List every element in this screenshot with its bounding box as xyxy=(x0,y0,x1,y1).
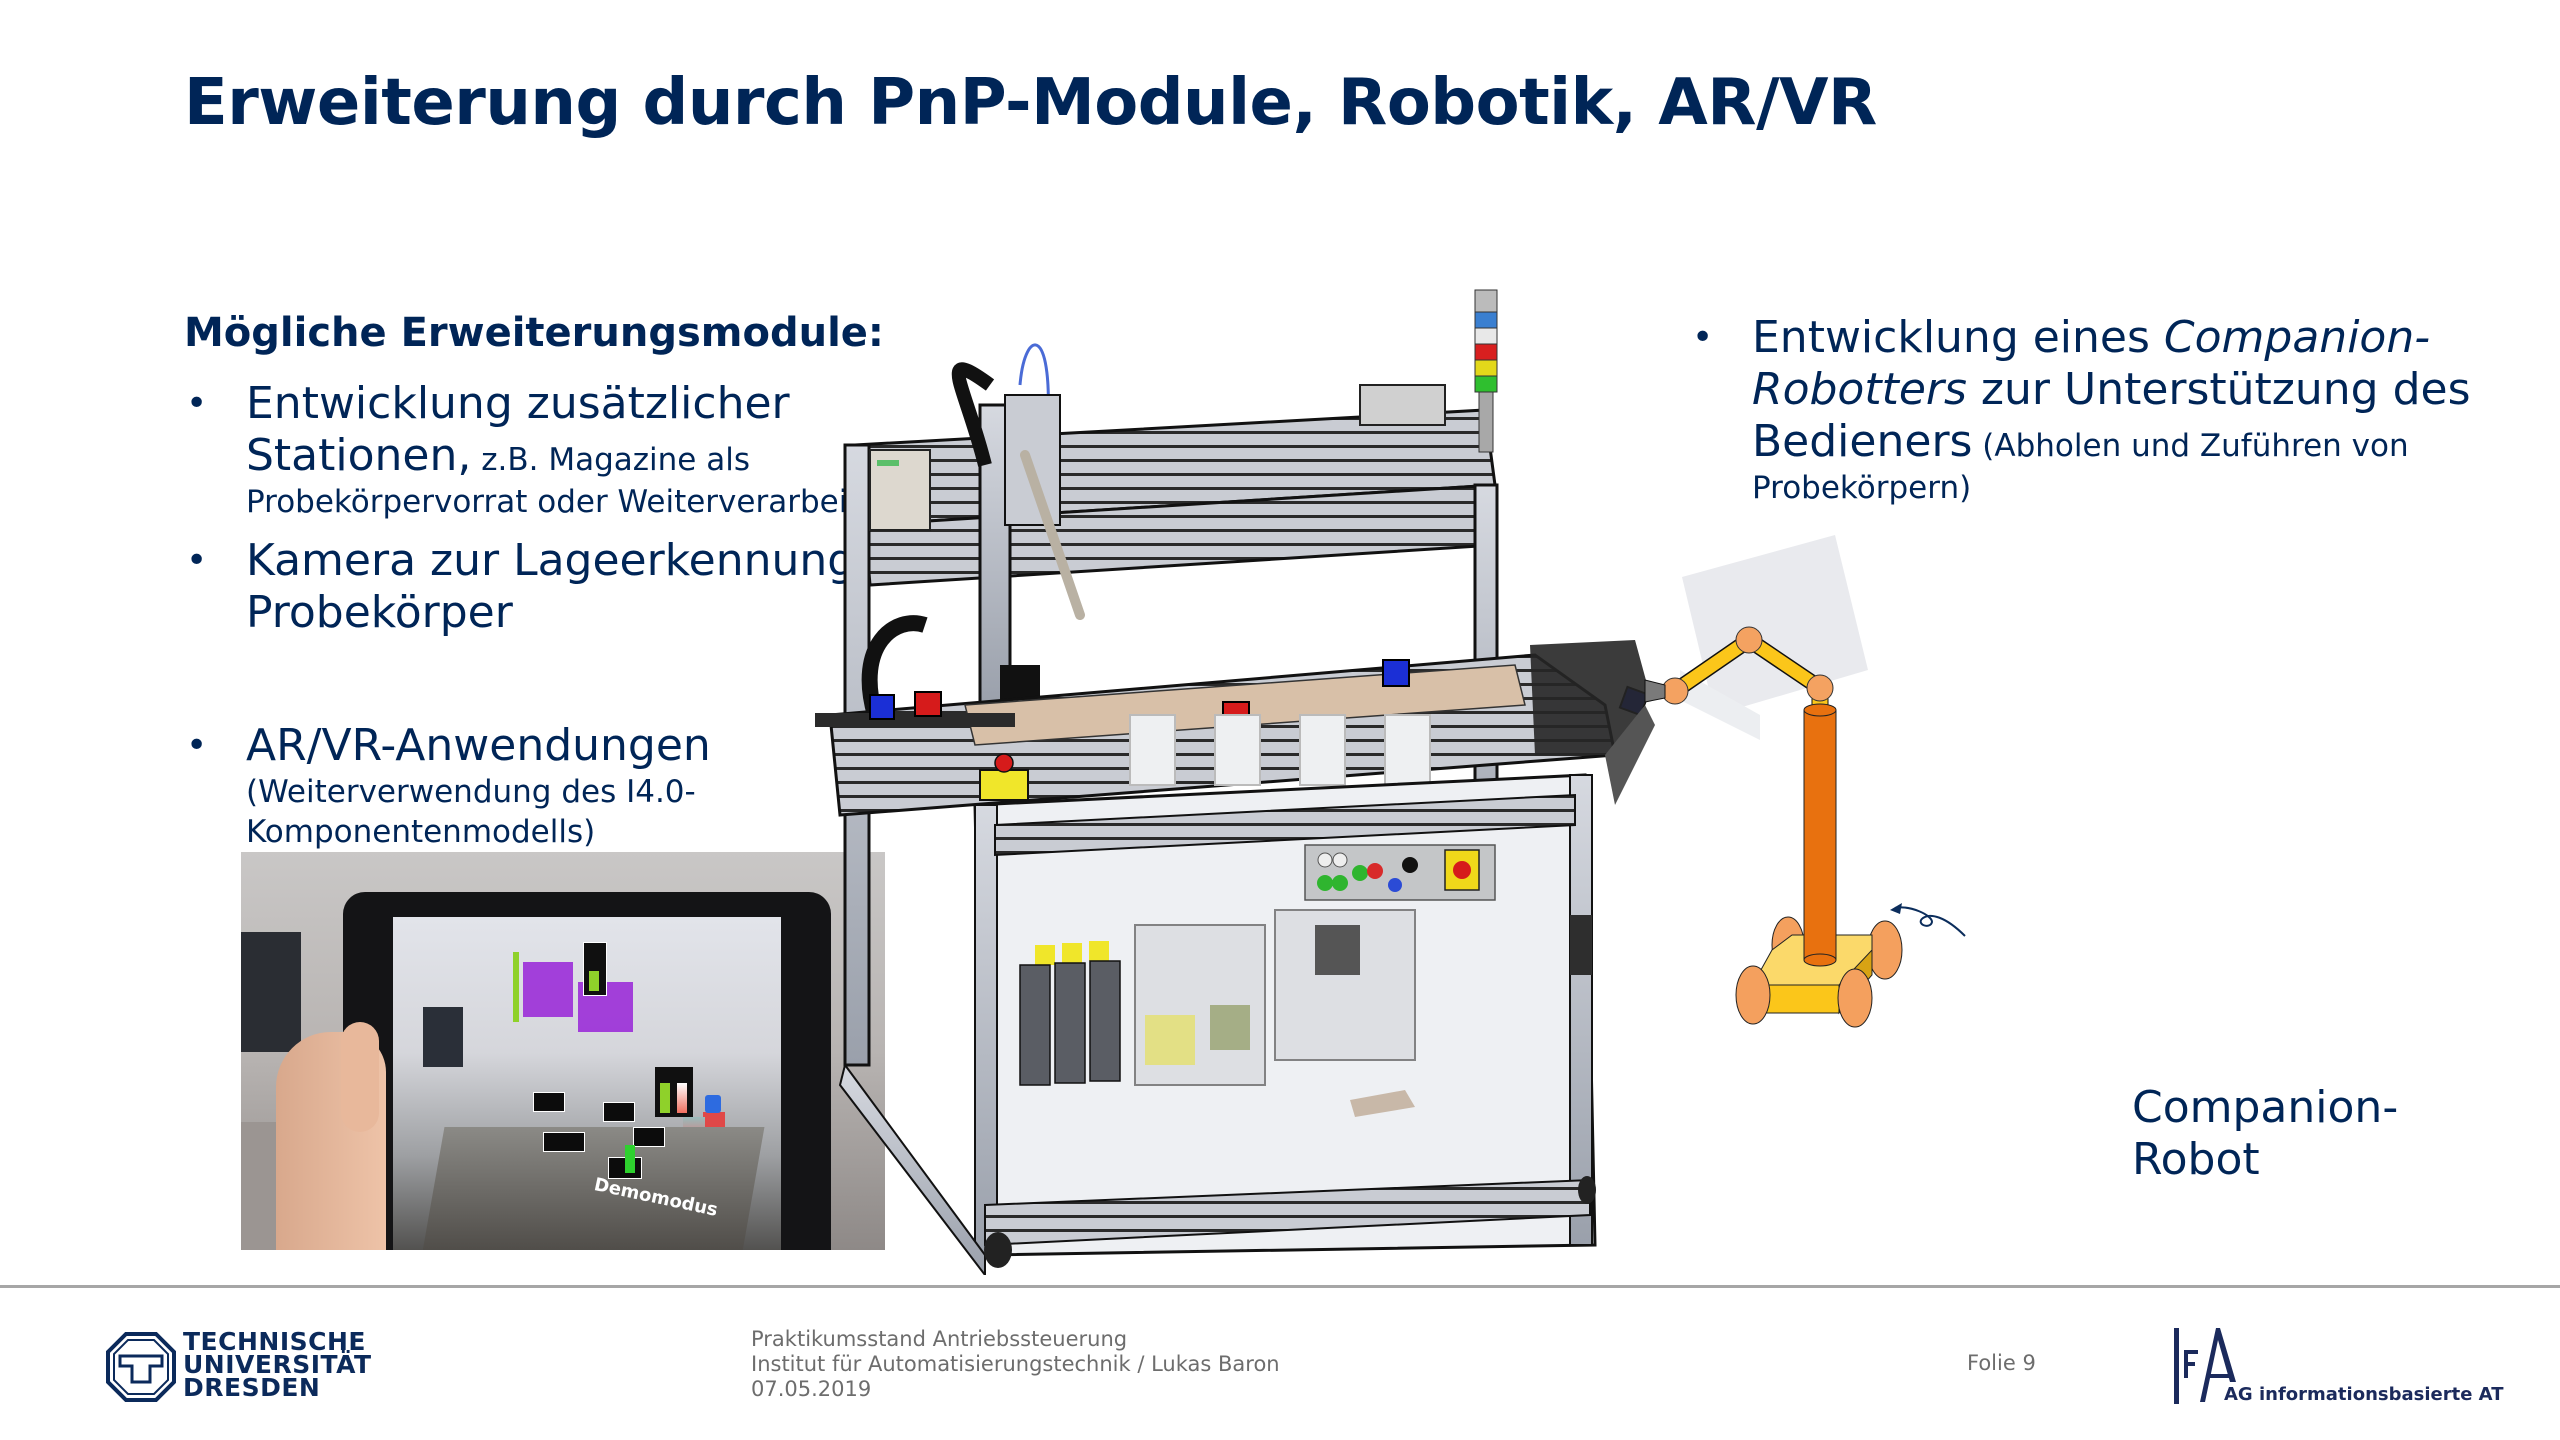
ar-blue-light xyxy=(705,1095,721,1113)
ar-valve-tag xyxy=(633,1127,665,1147)
slide-title: Erweiterung durch PnP-Module, Robotik, A… xyxy=(184,66,1877,140)
ar-gauge xyxy=(655,1067,693,1117)
robot-label-line: Robot xyxy=(2132,1134,2260,1185)
bullet-line: Probekörper xyxy=(246,587,513,638)
tablet-screen: Demomodus xyxy=(393,917,781,1250)
bullet-italic: Companion- xyxy=(2163,312,2431,363)
bullet-line: Stationen, xyxy=(246,430,472,481)
footer-date: 07.05.2019 xyxy=(751,1377,872,1401)
bullet-detail: Probekörpern) xyxy=(1752,470,1972,506)
ar-tablet-photo: Demomodus ◁ ○ □ xyxy=(241,852,885,1250)
university-line: UNIVERSITÄT xyxy=(183,1350,372,1379)
bullet-italic: Robotters xyxy=(1752,364,1967,415)
bullet-icon: • xyxy=(186,383,208,424)
bullet-line: Bedieners xyxy=(1752,416,1973,467)
university-line: TECHNISCHE xyxy=(183,1327,366,1356)
monitor-background xyxy=(241,932,301,1052)
university-name: TECHNISCHE UNIVERSITÄT DRESDEN xyxy=(183,1327,372,1402)
bullet-detail: (Abholen und Zuführen von xyxy=(1972,428,2409,464)
tablet-device: Demomodus ◁ ○ □ xyxy=(343,892,831,1250)
bullet-detail: (Weiterverwendung des I4.0- xyxy=(246,774,696,810)
bullet-line: Kamera zur Lageerkennung der xyxy=(246,535,943,586)
bullet-icon: • xyxy=(186,725,208,766)
university-line: DRESDEN xyxy=(183,1373,321,1402)
bullet-detail: Komponentenmodells) xyxy=(246,814,596,850)
footer-divider xyxy=(0,1285,2560,1288)
tu-dresden-logo-icon xyxy=(106,1332,176,1402)
ar-level-bar xyxy=(513,952,519,1022)
footer-course: Praktikumsstand Antriebssteuerung xyxy=(751,1327,1128,1351)
footer-institute-author: Institut für Automatisierungstechnik / L… xyxy=(751,1352,1280,1376)
ar-valve-tag xyxy=(603,1102,635,1122)
ar-monitor xyxy=(423,1007,463,1067)
bullet-icon: • xyxy=(1692,317,1714,358)
modules-heading: Mögliche Erweiterungsmodule: xyxy=(184,310,884,356)
bullet-line: Entwicklung eines xyxy=(1752,312,2164,363)
test-station-cad-illustration xyxy=(815,289,1655,1275)
ar-gauge xyxy=(583,942,607,996)
bullet-icon: • xyxy=(186,540,208,581)
bullet-detail: Probekörpervorrat oder Weiterverarbeitun… xyxy=(246,484,919,520)
slide-number: Folie 9 xyxy=(1967,1351,2036,1375)
bullet-line: Entwicklung zusätzlicher xyxy=(246,378,790,429)
group-name: AG informationsbasierte AT xyxy=(2224,1384,2504,1405)
ar-valve-tag xyxy=(543,1132,585,1152)
bullet-line: zur Unterstützung des xyxy=(1966,364,2471,415)
ar-green-arrow-icon xyxy=(625,1145,635,1173)
footer-info: Praktikumsstand Antriebssteuerung Instit… xyxy=(751,1327,1280,1402)
bullet-detail: z.B. Magazine als xyxy=(471,442,750,478)
thumb xyxy=(341,1022,379,1132)
ar-valve-tag xyxy=(533,1092,565,1112)
companion-robot-illustration xyxy=(1644,535,1966,1028)
ifa-logo-icon xyxy=(2174,1328,2236,1404)
robot-label-line: Companion- xyxy=(2132,1082,2399,1133)
bullet-line: AR/VR-Anwendungen xyxy=(246,720,711,771)
ar-purple-station xyxy=(523,962,573,1017)
robot-label: Companion- Robot xyxy=(2132,1082,2398,1186)
stack-light-blue xyxy=(1474,311,1498,329)
